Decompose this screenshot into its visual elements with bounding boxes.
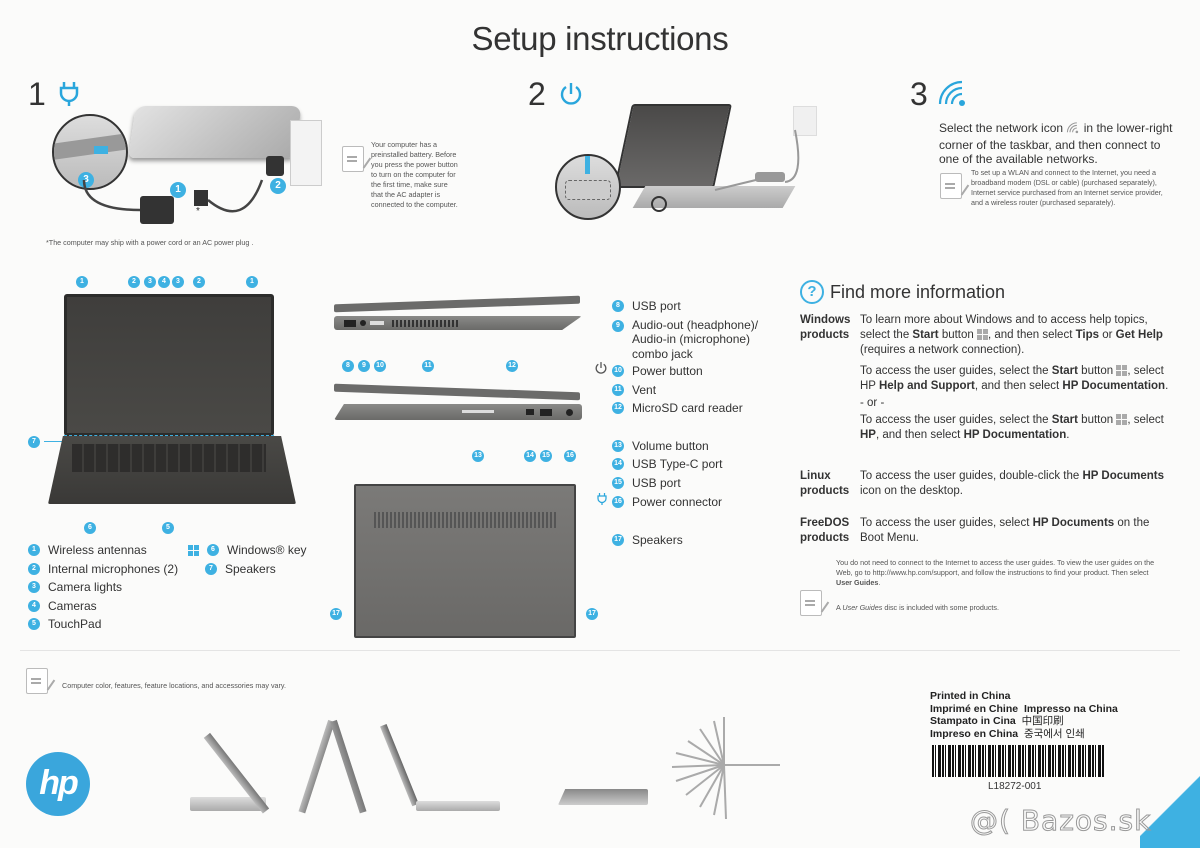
find-more-title: Find more information <box>830 281 1006 302</box>
wifi-icon <box>938 80 968 113</box>
step-2: 2 <box>528 76 582 113</box>
left-side-view: 8 9 10 11 12 <box>330 294 590 374</box>
callout: 14 <box>524 450 536 462</box>
callout: 4 <box>158 276 170 288</box>
windows-icon <box>977 329 988 341</box>
step-1-illustration: 3 1 * 2 <box>44 100 324 240</box>
power-plug-icon <box>596 492 608 512</box>
power-plug-icon <box>58 80 80 113</box>
callout: 3 <box>172 276 184 288</box>
page-title: Setup instructions <box>471 20 729 57</box>
callout: 16 <box>564 450 576 462</box>
part-number: L18272-001 <box>988 781 1042 792</box>
right-side-view: 13 14 15 16 <box>330 383 590 464</box>
step-2-number: 2 <box>528 76 546 112</box>
callout: 10 <box>374 360 386 372</box>
callout-2: 2 <box>270 178 286 194</box>
callout: 7 <box>28 436 40 448</box>
callout: 15 <box>540 450 552 462</box>
callout: 2 <box>193 276 205 288</box>
callout: 5 <box>162 522 174 534</box>
step-3: 3 <box>910 76 965 113</box>
note-icon <box>800 590 822 616</box>
callout-3: 3 <box>78 172 94 188</box>
step-2-illustration <box>555 100 825 230</box>
callout: 12 <box>506 360 518 372</box>
callout: 8 <box>342 360 354 372</box>
laptop-modes-illustration <box>190 715 790 825</box>
step-1-note: Your computer has a preinstalled battery… <box>371 140 458 209</box>
page-curl <box>1140 776 1200 848</box>
bottom-view-illustration: 17 17 <box>330 482 600 642</box>
question-circle-icon: ? <box>800 280 824 304</box>
step-3-instruction: Select the network icon in the lower-rig… <box>939 121 1173 166</box>
windows-icon <box>1116 414 1128 426</box>
note-icon <box>26 668 48 694</box>
step-3-number: 3 <box>910 76 928 112</box>
variation-note: Computer color, features, feature locati… <box>62 681 286 690</box>
printed-in-block: Printed in China Imprimé en Chine Impres… <box>930 690 1118 740</box>
callout: 1 <box>246 276 258 288</box>
callout: 2 <box>128 276 140 288</box>
front-view-illustration: 1 2 3 4 3 2 1 7 6 5 <box>28 276 308 536</box>
callout: 17 <box>586 608 598 620</box>
callout: 11 <box>422 360 434 372</box>
windows-icon <box>1116 365 1128 377</box>
power-button-icon <box>594 361 608 381</box>
callout: 17 <box>330 608 342 620</box>
callout: 13 <box>472 450 484 462</box>
asterisk: * <box>196 206 200 217</box>
step-1-footnote: *The computer may ship with a power cord… <box>46 238 254 247</box>
find-more-header: ? Find more information <box>800 280 1005 304</box>
callout: 9 <box>358 360 370 372</box>
note-icon <box>940 173 962 199</box>
disc-note: A User Guides disc is included with some… <box>836 603 1000 612</box>
barcode <box>932 745 1104 777</box>
windows-icon <box>188 544 199 556</box>
callout: 6 <box>84 522 96 534</box>
callout-1: 1 <box>170 182 186 198</box>
callout: 3 <box>144 276 156 288</box>
step-1: 1 <box>28 76 79 113</box>
power-button-icon <box>558 81 584 112</box>
step-1-number: 1 <box>28 76 46 112</box>
watermark: @( Bazos.sk <box>969 804 1152 838</box>
wifi-icon <box>1066 122 1080 138</box>
divider <box>20 650 1180 651</box>
callout: 1 <box>76 276 88 288</box>
step-3-note: To set up a WLAN and connect to the Inte… <box>971 168 1163 207</box>
web-guides-note: You do not need to connect to the Intern… <box>836 558 1155 587</box>
hp-logo: hp <box>26 752 90 816</box>
note-icon <box>342 146 364 172</box>
